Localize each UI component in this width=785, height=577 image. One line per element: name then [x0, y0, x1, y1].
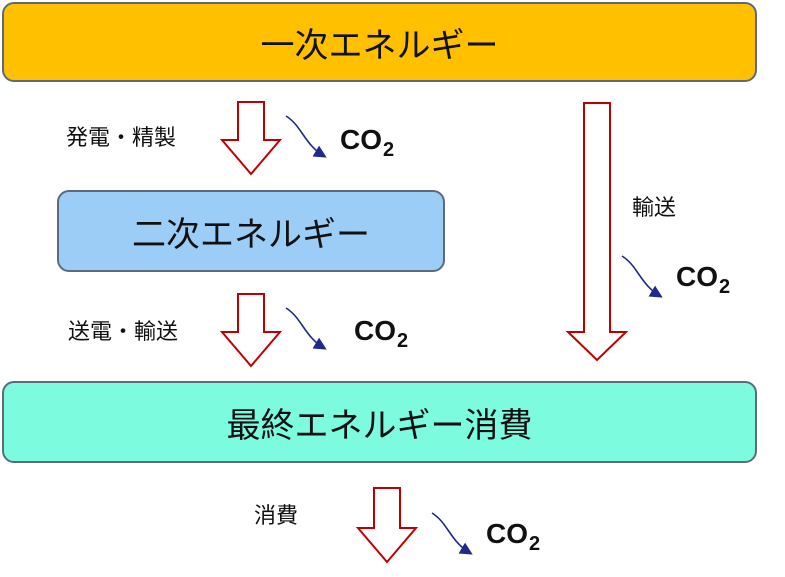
co2-label-1: CO2: [340, 124, 395, 161]
emission-arrow-4: [431, 512, 473, 555]
primary-energy-label: 一次エネルギー: [260, 25, 499, 66]
primary-energy-box: 一次エネルギー: [2, 2, 757, 82]
final-energy-consumption-box: 最終エネルギー消費: [2, 381, 757, 463]
transport-label: 輸送: [632, 196, 677, 221]
transmission-transport-label: 送電・輸送: [68, 320, 179, 345]
secondary-energy-label: 二次エネルギー: [132, 214, 370, 255]
transmission-flow-arrow: [219, 293, 283, 368]
power-refining-flow-arrow: [219, 101, 283, 176]
co2-label-3: CO2: [676, 261, 731, 298]
consumption-label: 消費: [254, 504, 299, 529]
co2-label-2: CO2: [354, 315, 409, 352]
co2-label-4: CO2: [486, 518, 541, 555]
emission-arrow-1: [285, 115, 327, 158]
final-energy-consumption-label: 最終エネルギー消費: [226, 405, 533, 446]
emission-arrow-3: [621, 255, 663, 298]
power-refining-label: 発電・精製: [66, 126, 177, 151]
emission-arrow-2: [285, 307, 327, 350]
secondary-energy-box: 二次エネルギー: [57, 190, 445, 272]
consumption-flow-arrow: [355, 487, 419, 564]
transport-flow-arrow: [565, 102, 629, 362]
